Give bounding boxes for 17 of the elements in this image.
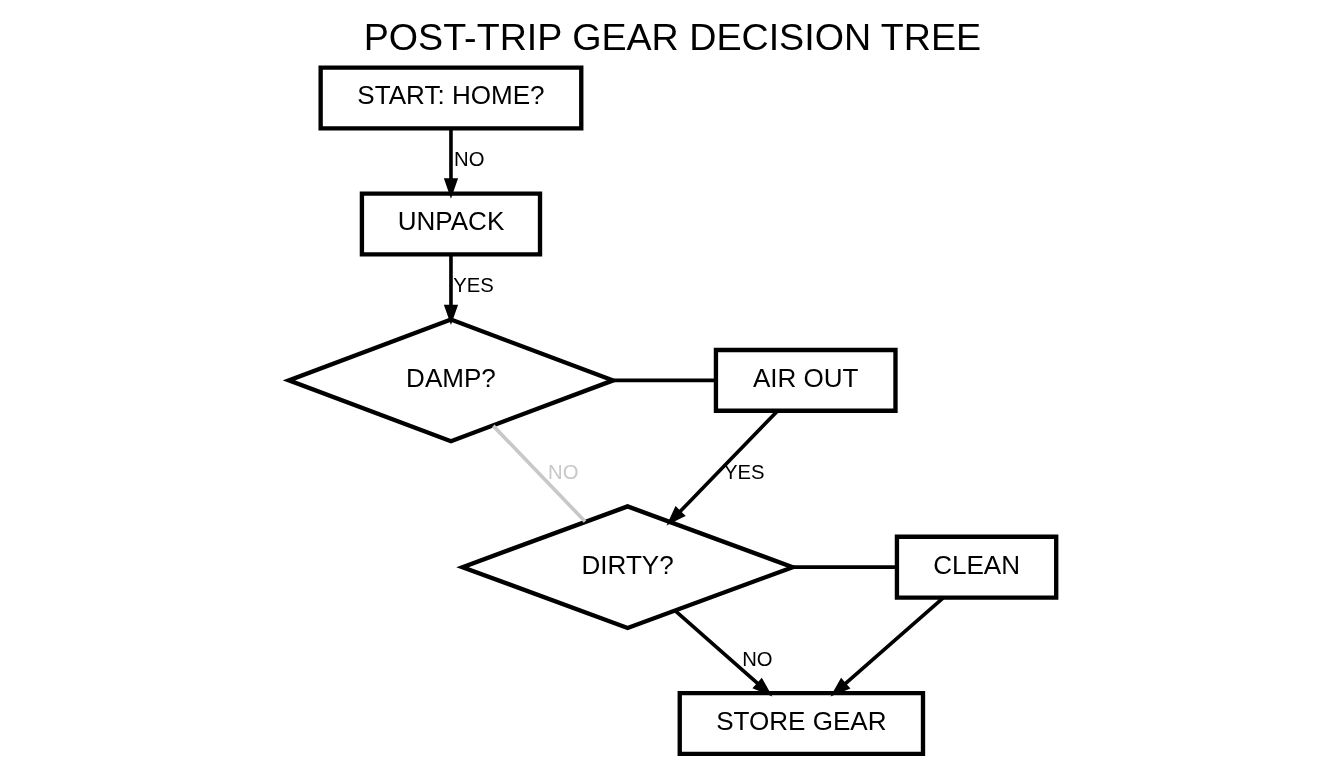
arrow (830, 596, 944, 697)
node-box: UNPACK (359, 191, 542, 257)
edge-label: YES (723, 461, 765, 484)
node-box: STORE GEAR (677, 690, 925, 757)
arrow (673, 609, 772, 697)
edge-label: NO (741, 647, 773, 670)
edge-label: YES (452, 274, 494, 297)
connector (613, 378, 716, 383)
connector (491, 424, 586, 523)
diagram-title: POST-TRIP GEAR DECISION TREE (363, 15, 981, 58)
edge-label: NO (453, 148, 484, 171)
node-box: AIR OUT (713, 347, 898, 413)
arrow (443, 128, 458, 199)
arrow (443, 255, 458, 326)
connector (792, 565, 896, 569)
node-box: CLEAN (894, 534, 1058, 600)
node-box: START: HOME? (317, 65, 583, 131)
